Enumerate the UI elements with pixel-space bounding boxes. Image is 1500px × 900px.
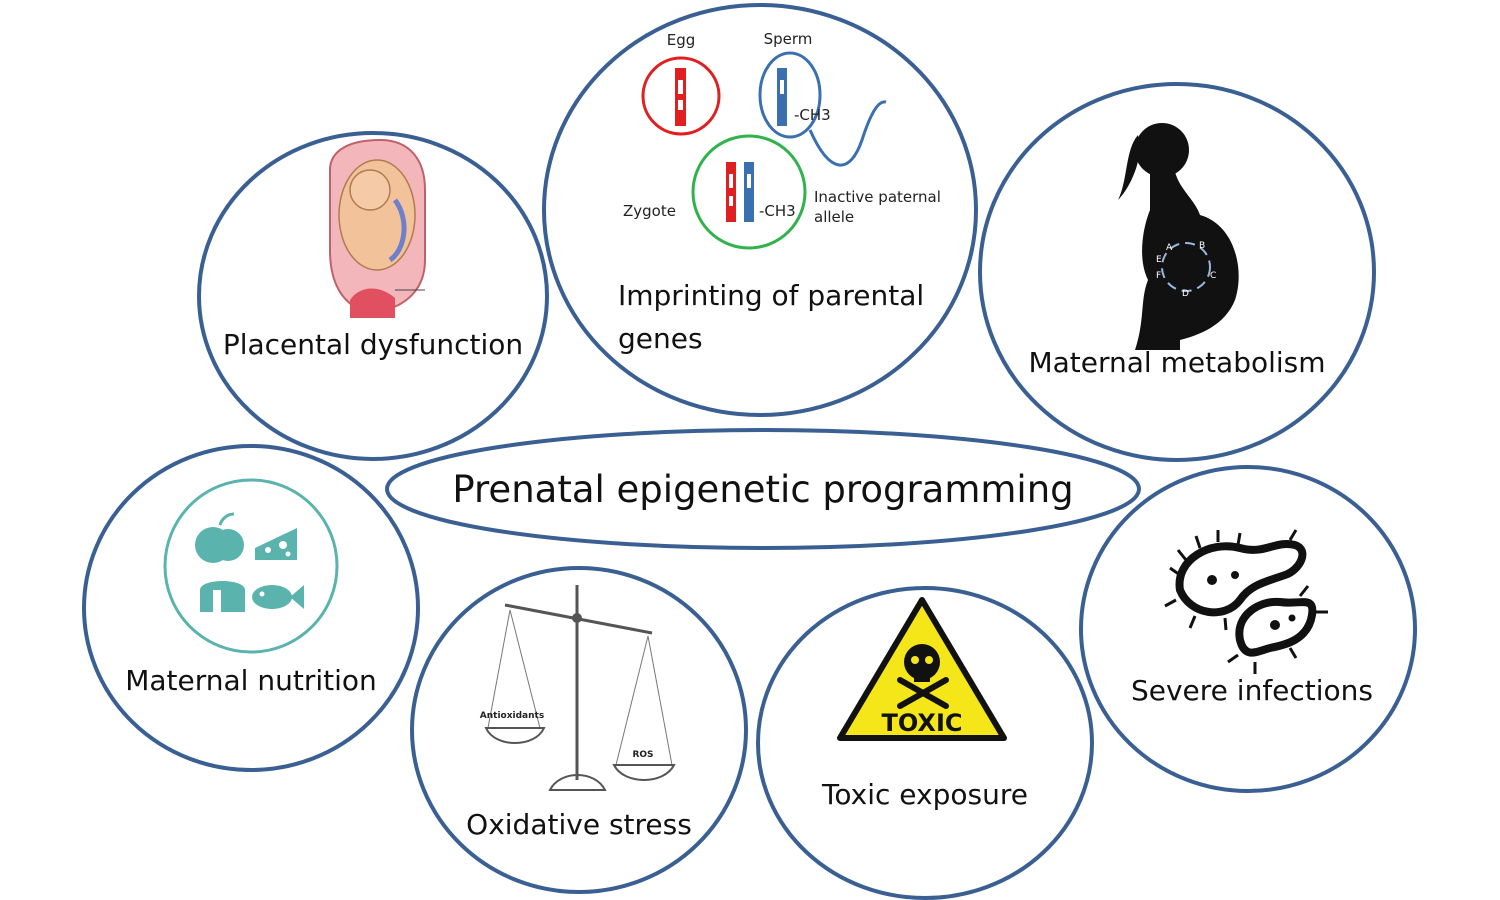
- ros-label: ROS: [632, 750, 653, 760]
- zygote-label: Zygote: [623, 202, 676, 220]
- metabolic-cycle-icon: A B C D E F: [1156, 241, 1216, 299]
- skull-crossbones-icon: [897, 644, 949, 709]
- bread-icon: [200, 581, 245, 612]
- food-icons: [163, 478, 339, 654]
- placental-label: Placental dysfunction: [223, 328, 523, 361]
- center-label: Prenatal epigenetic programming: [452, 468, 1073, 511]
- cycle-letter-a: A: [1166, 243, 1173, 253]
- sperm-icon: [758, 51, 887, 167]
- egg-icon: [641, 56, 721, 136]
- imprinting-label-line1: Imprinting of parental: [618, 279, 924, 312]
- ch3-zygote-label: -CH3: [759, 202, 796, 220]
- cheese-icon: [255, 528, 297, 560]
- cycle-letter-b: B: [1199, 241, 1205, 251]
- cycle-letter-e: E: [1156, 255, 1162, 265]
- fish-icon: [252, 585, 304, 609]
- apple-icon: [195, 512, 244, 563]
- inactive-label-line1: Inactive paternal: [814, 188, 941, 206]
- cycle-letter-d: D: [1182, 289, 1189, 299]
- nutrition-label: Maternal nutrition: [125, 664, 377, 697]
- sperm-label: Sperm: [764, 30, 813, 48]
- fetus-uterus-icon: [329, 138, 426, 318]
- node-oxidative-stress: Antioxidants ROS Oxidative stress: [410, 566, 748, 894]
- node-maternal-metabolism: A B C D E F Maternal metabolism: [978, 82, 1376, 462]
- toxic-sign-text: TOXIC: [882, 709, 963, 737]
- egg-label: Egg: [667, 31, 696, 49]
- infections-label: Severe infections: [1131, 674, 1373, 707]
- metabolism-label: Maternal metabolism: [1028, 346, 1325, 379]
- zygote-icon: [691, 134, 807, 250]
- bacteria-icon: [1164, 529, 1328, 674]
- toxic-warning-icon: [837, 597, 1007, 741]
- antioxidants-label: Antioxidants: [480, 711, 544, 721]
- node-placental-dysfunction: Placental dysfunction: [197, 131, 549, 461]
- pregnant-silhouette-icon: [1118, 123, 1239, 350]
- node-severe-infections: Severe infections: [1079, 465, 1417, 793]
- toxic-label: Toxic exposure: [821, 778, 1028, 811]
- center-node: Prenatal epigenetic programming: [385, 428, 1141, 550]
- node-maternal-nutrition: Maternal nutrition: [82, 444, 420, 772]
- cycle-letter-c: C: [1210, 271, 1216, 281]
- cycle-letter-f: F: [1156, 271, 1161, 281]
- balance-scale-icon: [484, 585, 676, 791]
- node-toxic-exposure: TOXIC Toxic exposure: [756, 586, 1094, 900]
- ch3-sperm-label: -CH3: [794, 106, 831, 124]
- inactive-label-line2: allele: [814, 208, 854, 226]
- imprinting-label-line2: genes: [618, 322, 703, 355]
- oxidative-label: Oxidative stress: [466, 808, 692, 841]
- node-imprinting: Egg Sperm -CH3 Zygote -CH3 Inactive pate…: [542, 3, 978, 417]
